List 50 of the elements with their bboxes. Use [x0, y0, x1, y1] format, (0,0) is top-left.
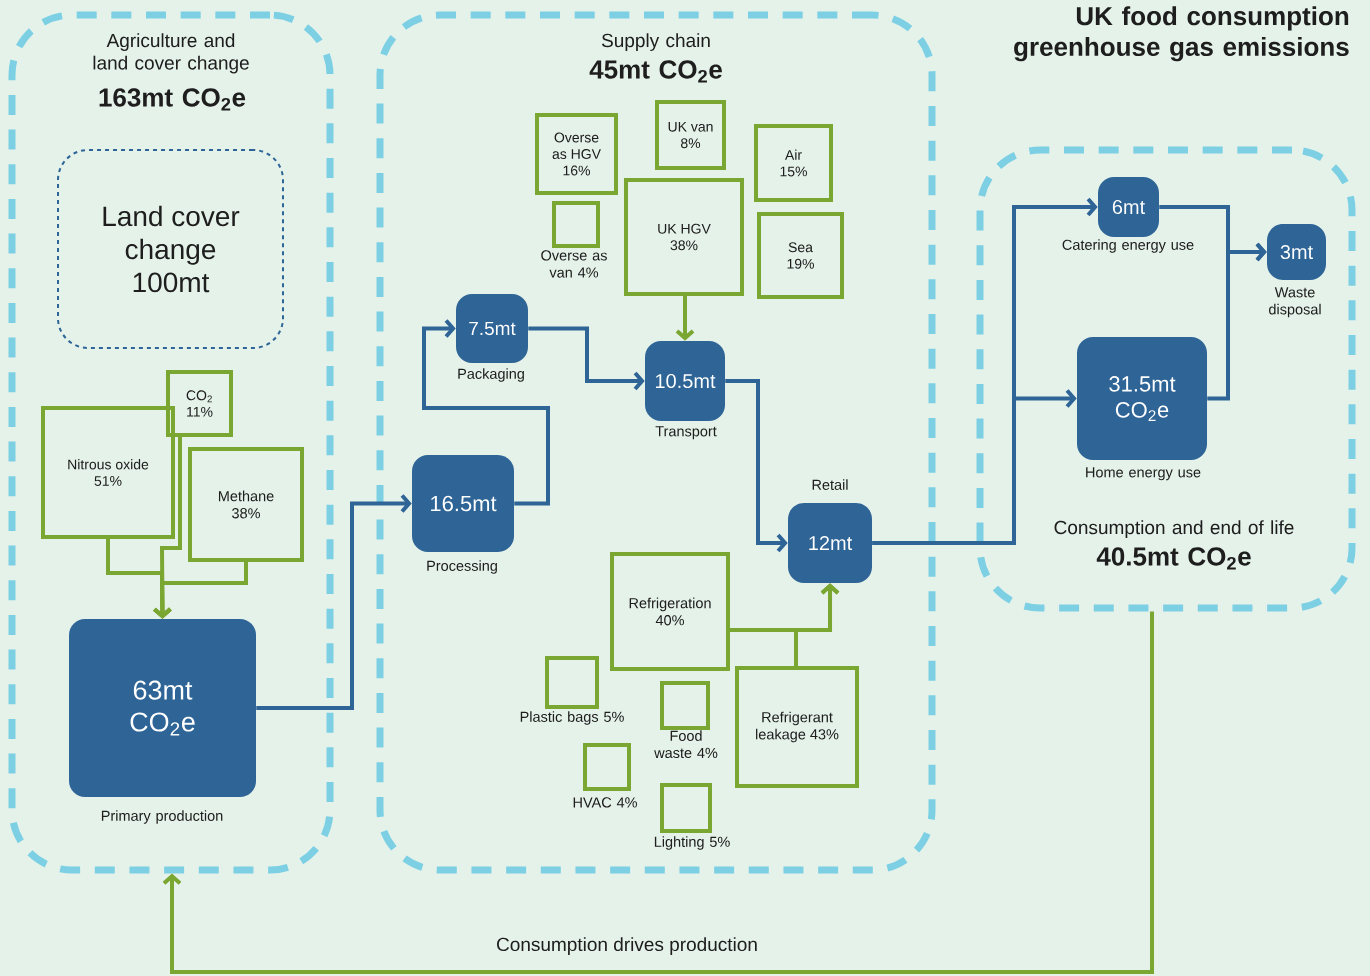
group-total: 40.5mt CO$_{2}$e — [1096, 547, 1251, 570]
node-caption: Primary production — [101, 810, 223, 824]
emission-box: 63mt CO$_{2}$e — [69, 619, 256, 797]
emission-box: 6mt — [1098, 177, 1159, 237]
group-heading: Supply chain — [601, 33, 710, 51]
node-caption: Transport — [655, 426, 717, 440]
node-caption: Catering energy use — [1062, 239, 1194, 253]
share-box: Refrigeration 40% — [610, 552, 730, 671]
node-caption: Packaging — [458, 368, 524, 382]
arrow — [528, 326, 645, 391]
dashed-box: Land cover change 100mt — [57, 149, 284, 349]
arrow — [725, 379, 788, 553]
edge-label: Consumption drives production — [493, 934, 761, 958]
emission-box: 31.5mt CO$_{2}$e — [1077, 337, 1207, 460]
share-box: Nitrous oxide 51% — [41, 406, 175, 539]
share-box: UK HGV 38% — [624, 178, 744, 296]
share-box: Overse as HGV 16% — [535, 113, 618, 195]
arrow — [153, 562, 248, 619]
arrow — [1207, 242, 1267, 401]
group-heading: Agriculture and land cover change — [93, 33, 249, 74]
emission-box: 16.5mt — [412, 455, 514, 552]
node-caption: Lighting 5% — [654, 836, 730, 850]
title: UK food consumption greenhouse gas emissions — [1014, 6, 1349, 62]
node-caption: Overse as van 4% — [541, 250, 607, 278]
node-caption: Processing — [427, 560, 497, 574]
share-box: Methane 38% — [188, 447, 304, 562]
share-box: Air 15% — [754, 124, 833, 202]
group-heading: Consumption and end of life — [1054, 520, 1294, 538]
share-box: CO$_{2}$ 11% — [166, 370, 233, 437]
emission-box: 12mt — [788, 503, 872, 583]
arrow — [256, 494, 412, 710]
emission-box: 3mt — [1267, 224, 1326, 280]
arrow — [422, 319, 550, 506]
node-caption: Home energy use — [1086, 467, 1201, 481]
emission-box: 7.5mt — [456, 294, 528, 363]
node-caption: Waste disposal — [1269, 287, 1321, 318]
arrow — [794, 583, 840, 666]
group-total: 163mt CO$_{2}$e — [99, 88, 246, 111]
node-caption: Retail — [812, 479, 848, 490]
arrow — [162, 611, 1154, 974]
share-box: Refrigerant leakage 43% — [735, 666, 859, 788]
share-box: Sea 19% — [757, 212, 844, 299]
node-caption: Plastic bags 5% — [520, 711, 624, 725]
share-box: UK van 8% — [655, 100, 726, 170]
arrow — [872, 389, 1077, 545]
arrow — [675, 296, 695, 341]
group-total: 45mt CO$_{2}$e — [589, 60, 722, 83]
node-caption: HVAC 4% — [573, 797, 637, 808]
emission-box: 10.5mt — [645, 341, 725, 421]
node-caption: Food waste 4% — [654, 730, 718, 759]
